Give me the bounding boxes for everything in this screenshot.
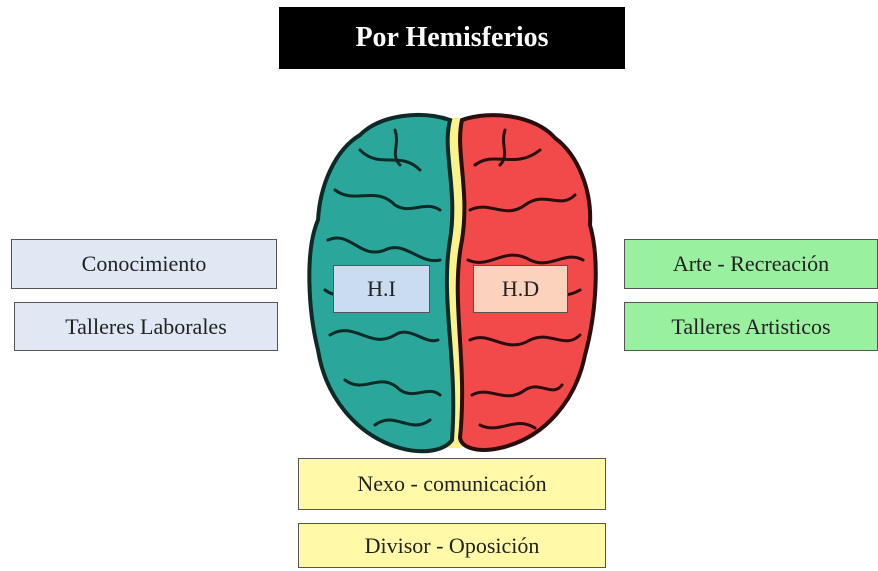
right-hemisphere-label: H.D — [473, 265, 568, 313]
right-item-talleres-artisticos: Talleres Artisticos — [624, 302, 878, 351]
page-title: Por Hemisferios — [279, 7, 625, 69]
left-item-conocimiento: Conocimiento — [11, 239, 277, 289]
left-hemisphere-label: H.I — [333, 265, 430, 313]
bottom-item-nexo: Nexo - comunicación — [298, 458, 606, 510]
right-item-arte-recreacion: Arte - Recreación — [624, 239, 878, 289]
bottom-item-divisor: Divisor - Oposición — [298, 523, 606, 568]
left-item-talleres-laborales: Talleres Laborales — [14, 302, 278, 351]
